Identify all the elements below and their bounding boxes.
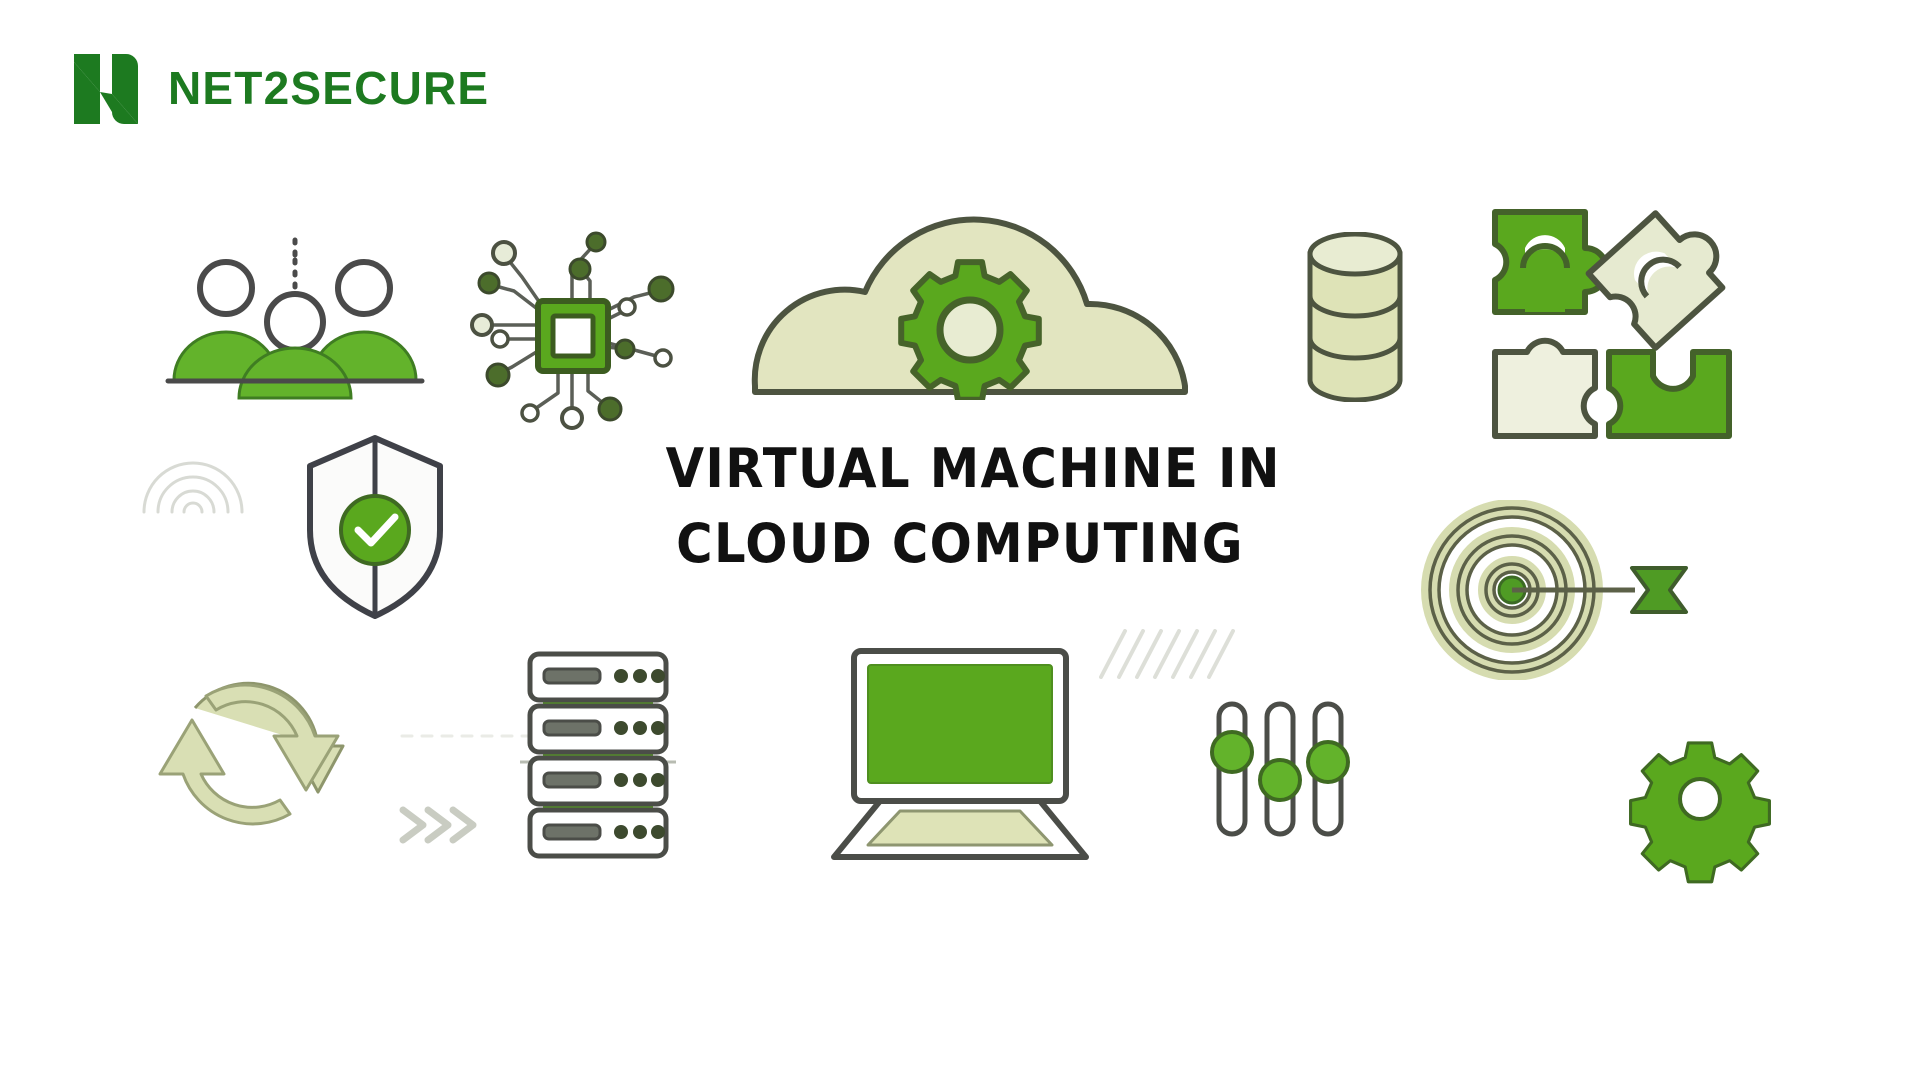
- puzzle-pieces-icon: [1492, 209, 1732, 439]
- signal-arcs-icon: [142, 461, 244, 514]
- connector-dashes: [400, 734, 530, 738]
- sliders-icon: [1210, 701, 1350, 837]
- title-line-2: CLOUD COMPUTING: [676, 511, 1244, 575]
- cloud-gear-icon: [751, 216, 1188, 400]
- shield-check-icon: [307, 435, 443, 619]
- net2secure-n-logo-icon: [74, 54, 138, 124]
- hatch-lines-icon: [1099, 629, 1235, 679]
- title-line-1: VIRTUAL MACHINE IN: [665, 437, 1281, 500]
- database-cylinder-icon: [1307, 232, 1403, 402]
- page-title: VIRTUAL MACHINE IN CLOUD COMPUTING: [640, 432, 1280, 581]
- laptop-icon: [831, 648, 1089, 860]
- team-users-icon: [165, 237, 425, 400]
- brand-logo[interactable]: NET2SECURE: [70, 48, 489, 128]
- target-arrow-icon: [1421, 500, 1688, 680]
- brand-name: NET2SECURE: [168, 62, 490, 114]
- circuit-chip-icon: [470, 231, 675, 430]
- gear-icon: [1629, 741, 1771, 884]
- sync-arrows-icon: [158, 681, 345, 826]
- chevrons-right-icon: [399, 806, 477, 844]
- server-rack-icon: [520, 651, 676, 859]
